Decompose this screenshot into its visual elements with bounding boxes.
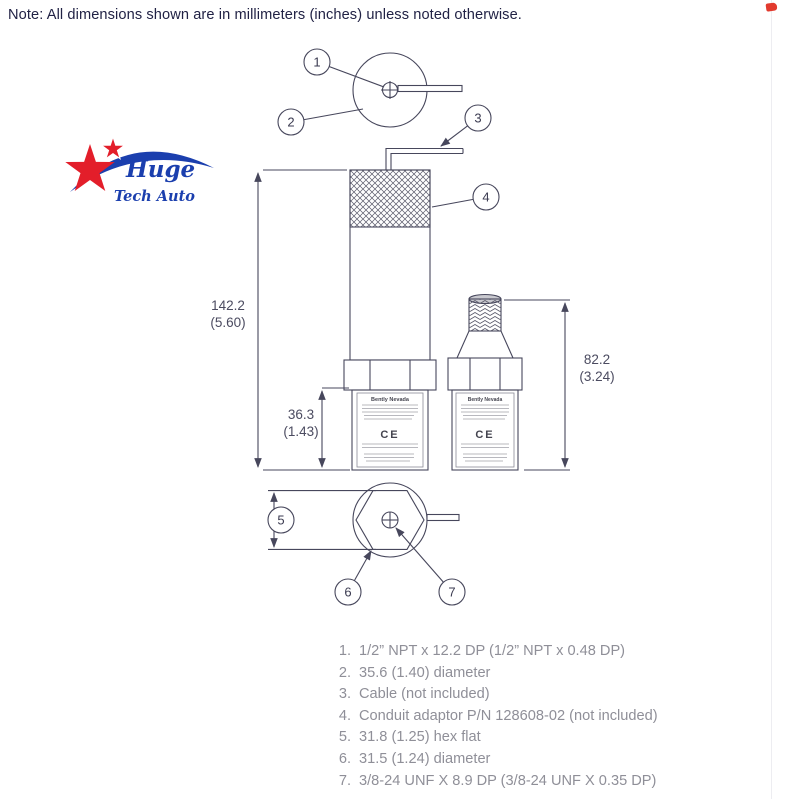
legend-item-text: 31.8 (1.25) hex flat — [359, 729, 481, 746]
svg-text:2: 2 — [287, 115, 294, 130]
bottom-view — [352, 482, 460, 558]
svg-text:1: 1 — [313, 55, 320, 70]
main-sensor-label: Bently Nevada CE — [356, 392, 424, 468]
side-sensor-label: Bently Nevada CE — [455, 392, 515, 468]
legend-item-text: Conduit adaptor P/N 128608-02 (not inclu… — [359, 707, 658, 724]
label-text-lines — [461, 404, 509, 420]
side-sensor: Bently Nevada CE — [447, 293, 523, 471]
bottom-view-pin — [426, 513, 460, 522]
top-view-pin — [397, 84, 463, 93]
svg-text:3: 3 — [474, 111, 481, 126]
dim-side-mm: 82.2 — [584, 352, 610, 367]
sensor-lower-body — [451, 389, 519, 471]
label-text-lines — [362, 443, 418, 462]
legend-item: 2. 35.6 (1.40) diameter — [333, 663, 658, 685]
conduit-adaptor-hatch — [349, 169, 431, 228]
callout-1: 1 — [303, 48, 331, 76]
callout-3: 3 — [464, 104, 492, 132]
bottom-view-hexagon — [355, 490, 425, 550]
legend-item-text: Cable (not included) — [359, 686, 490, 703]
callout-2: 2 — [277, 108, 305, 136]
legend-item: 7. 3/8-24 UNF X 8.9 DP (3/8-24 UNF X 0.35… — [333, 771, 658, 793]
legend-item: 4. Conduit adaptor P/N 128608-02 (not inc… — [333, 706, 658, 728]
callout-7: 7 — [438, 578, 466, 606]
legend-item: 5. 31.8 (1.25) hex flat — [333, 727, 658, 749]
ce-mark: CE — [380, 429, 399, 441]
callout-legend: 1. 1/2” NPT x 12.2 DP (1/2” NPT x 0.48 DP… — [333, 641, 658, 792]
legend-item: 1. 1/2” NPT x 12.2 DP (1/2” NPT x 0.48 DP… — [333, 641, 658, 663]
callout-5: 5 — [267, 506, 295, 534]
stud-transition — [456, 330, 514, 359]
label-brand: Bently Nevada — [371, 397, 410, 403]
logo-star-small-icon — [100, 135, 126, 160]
legend-item-text: 3/8-24 UNF X 8.9 DP (3/8-24 UNF X 0.35 D… — [359, 772, 657, 789]
brand-logo: Huge Tech Auto — [62, 130, 237, 218]
legend-item-number: 6. — [338, 750, 351, 767]
svg-text:6: 6 — [344, 585, 351, 600]
main-sensor: Bently Nevada CE — [343, 169, 437, 471]
dim-overall-in: (5.60) — [210, 315, 245, 330]
label-text-lines — [461, 443, 509, 462]
legend-item: 6. 31.5 (1.24) diameter — [333, 749, 658, 771]
top-view — [352, 52, 463, 128]
dim-overall-mm: 142.2 — [211, 298, 245, 313]
hex-nut — [447, 357, 523, 391]
dimension-texts: 142.2 (5.60) 36.3 (1.43) 82.2 (3.24) — [210, 298, 614, 439]
legend-item-number: 2. — [338, 664, 351, 681]
dim-label-in: (1.43) — [283, 424, 318, 439]
svg-text:5: 5 — [277, 513, 284, 528]
logo-graphic — [65, 135, 214, 192]
dimensions-note: Note: All dimensions shown are in millim… — [8, 7, 522, 23]
dim-side-in: (3.24) — [579, 369, 614, 384]
cable-line — [385, 147, 464, 170]
sensor-lower-body — [351, 389, 429, 471]
legend-item-number: 7. — [338, 772, 351, 789]
logo-subtitle: Tech Auto — [114, 188, 195, 205]
page-right-divider — [771, 0, 772, 799]
dim-label-mm: 36.3 — [288, 407, 314, 422]
ce-mark: CE — [475, 429, 494, 441]
label-brand: Bently Nevada — [468, 397, 503, 403]
legend-item-text: 35.6 (1.40) diameter — [359, 664, 491, 681]
hex-nut — [343, 359, 437, 391]
threaded-stud — [468, 298, 502, 332]
logo-star-large-icon — [65, 144, 115, 191]
legend-item: 3. Cable (not included) — [333, 684, 658, 706]
svg-text:7: 7 — [448, 585, 455, 600]
legend-item-number: 5. — [338, 729, 351, 746]
legend-item-number: 3. — [338, 686, 351, 703]
svg-text:4: 4 — [482, 190, 489, 205]
legend-item-number: 1. — [338, 643, 351, 659]
dimension-lines — [254, 169, 570, 550]
legend-item-number: 4. — [338, 707, 351, 724]
callout-balloons: 1 2 3 4 5 — [267, 48, 500, 606]
logo-name: Huge — [126, 156, 196, 183]
label-text-lines — [362, 404, 418, 420]
legend-item-text: 31.5 (1.24) diameter — [359, 750, 491, 767]
legend-item-text: 1/2” NPT x 12.2 DP (1/2” NPT x 0.48 DP) — [359, 643, 626, 659]
callout-4: 4 — [472, 183, 500, 211]
callout-6: 6 — [334, 578, 362, 606]
